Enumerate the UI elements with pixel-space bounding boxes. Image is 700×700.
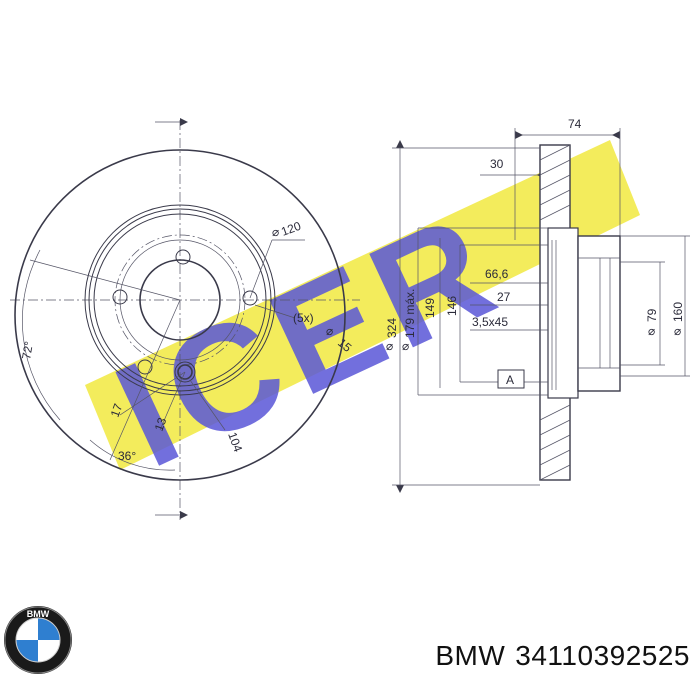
dim-bolt-hole-symbol: ⌀ bbox=[326, 324, 333, 338]
bmw-logo-letters: BMW bbox=[27, 609, 50, 619]
dim-hub-146: 146 bbox=[445, 296, 459, 316]
dim-hole-17: 17 bbox=[108, 401, 126, 419]
brake-disc-drawing: ICER bbox=[10, 117, 690, 520]
dim-bolt-circle: 120 bbox=[279, 219, 303, 239]
dim-total-width: 74 bbox=[568, 117, 582, 131]
dim-height-66-6: 66,6 bbox=[485, 267, 509, 281]
part-number: 34110392525 bbox=[515, 640, 690, 671]
section-view: 74 30 bbox=[385, 117, 690, 493]
dim-bolt-count: (5x) bbox=[293, 311, 314, 325]
watermark-band bbox=[85, 140, 640, 470]
dim-angle-36: 36° bbox=[118, 449, 136, 463]
dim-bolt-circle-symbol: ⌀ bbox=[272, 225, 279, 239]
dim-disc-thickness: 30 bbox=[490, 157, 504, 171]
dim-diameter-79: 79 bbox=[645, 308, 659, 322]
dim-diameter-160: 160 bbox=[671, 302, 685, 322]
bmw-logo: BMW bbox=[4, 606, 72, 674]
dim-diameter-79-symbol: ⌀ bbox=[648, 324, 655, 338]
datum-box bbox=[497, 369, 525, 389]
dim-outer-diameter: 324 bbox=[385, 318, 399, 338]
dim-angle-72: 72° bbox=[19, 340, 36, 360]
dim-bore: 104 bbox=[225, 430, 245, 454]
dim-outer-diameter-symbol: ⌀ bbox=[386, 339, 393, 353]
dim-diameter-160-symbol: ⌀ bbox=[674, 324, 681, 338]
dim-friction-max: 179 máx. bbox=[403, 289, 417, 338]
dim-chamfer: 3,5x45 bbox=[472, 315, 508, 329]
dim-offset-27: 27 bbox=[497, 290, 511, 304]
front-view: ⌀ 120 (5x) ⌀ 15 17 13 104 72° 36° bbox=[10, 118, 360, 520]
brand-name: BMW bbox=[435, 640, 506, 671]
dim-hub-149: 149 bbox=[423, 298, 437, 318]
dim-friction-max-symbol: ⌀ bbox=[402, 339, 409, 353]
part-label: BMW 34110392525 bbox=[435, 640, 690, 672]
dim-hole-13: 13 bbox=[152, 415, 170, 433]
datum-label: A bbox=[506, 373, 514, 387]
